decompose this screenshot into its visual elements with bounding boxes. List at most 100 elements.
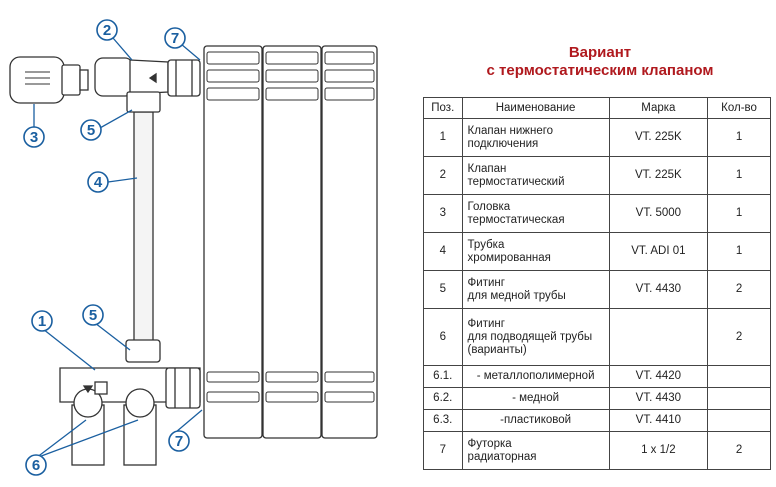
cell-mark: VT. 225K [608, 156, 709, 195]
cell-name-line: -пластиковой [500, 414, 572, 426]
title-line-2: с термостатическим клапаном [486, 62, 714, 79]
cell-pos: 2 [423, 156, 463, 195]
cell-pos: 3 [423, 194, 463, 233]
table-row: 6.1. - металлополимерной VT. 4420 [423, 365, 771, 388]
thermostatic-head [9, 56, 89, 104]
variant-title: Вариант с термостатическим клапаном [430, 44, 770, 80]
leader-lines [33, 37, 203, 459]
cell-pos: 7 [423, 431, 463, 470]
table-header-row: Поз. Наименование Марка Кол-во [423, 97, 771, 119]
callout-5-top-circle [80, 119, 102, 141]
cell-name-line: радиаторная [467, 450, 537, 463]
cell-mark: VT. ADI 01 [608, 232, 709, 271]
cell-name-line: для медной трубы [467, 289, 566, 302]
cell-name-line: хромированная [467, 251, 551, 264]
callout-7-top-circle [164, 27, 186, 49]
cell-name-line: (варианты) [467, 343, 527, 356]
cell-mark: VT. 225K [608, 118, 709, 157]
callout-3-circle [23, 126, 45, 148]
callout-5-bottom-label: 5 [89, 307, 97, 324]
cell-name: - металлополимерной [461, 365, 610, 388]
cell-name-line: Головка [467, 200, 511, 213]
header-pos: Поз. [423, 97, 463, 119]
cell-pos: 5 [423, 270, 463, 309]
cell-pos: 1 [423, 118, 463, 157]
cell-pos: 6.3. [423, 409, 463, 432]
cell-name-line: подключения [467, 137, 539, 150]
callout-4-label: 4 [94, 174, 103, 191]
cell-pos: 4 [423, 232, 463, 271]
callout-1-label: 1 [38, 313, 46, 330]
cell-pos: 6 [423, 308, 463, 366]
header-qty: Кол-во [707, 97, 771, 119]
callout-6-circle [25, 454, 47, 476]
cell-qty: 2 [707, 308, 771, 366]
cell-mark: VT. 4420 [608, 365, 709, 388]
cell-mark: VT. 4410 [608, 409, 709, 432]
cell-name-line: термостатический [467, 175, 565, 188]
cell-name-line: Клапан нижнего [467, 124, 554, 137]
cell-pos: 6.1. [423, 365, 463, 388]
cell-name-line: Фитинг [467, 276, 505, 289]
cell-qty [707, 387, 771, 410]
cell-qty [707, 409, 771, 432]
cell-name-line: - металлополимерной [476, 370, 595, 382]
cell-name-line: Фитинг [467, 317, 505, 330]
callout-2-circle [96, 19, 118, 41]
lower-valve [59, 339, 201, 466]
thermostatic-valve [94, 57, 201, 113]
callout-7-bottom-label: 7 [175, 433, 183, 450]
cell-qty: 1 [707, 156, 771, 195]
cell-name-line: Трубка [467, 238, 505, 251]
cell-qty: 1 [707, 194, 771, 233]
callout-4-circle [87, 171, 109, 193]
cell-name-line: термостатическая [467, 213, 565, 226]
cell-pos: 6.2. [423, 387, 463, 410]
cell-mark [608, 308, 709, 366]
cell-name: - медной [461, 387, 610, 410]
radiator-connection-diagram: 2 7 3 5 4 5 1 6 7 [9, 19, 378, 476]
cell-qty: 2 [707, 270, 771, 309]
cell-qty: 2 [707, 431, 771, 470]
cell-name-line: Футорка [467, 437, 512, 450]
cell-mark: VT. 4430 [608, 387, 709, 410]
radiator [203, 45, 378, 439]
cell-name-line: Клапан [467, 162, 507, 175]
cell-name: -пластиковой [461, 409, 610, 432]
callout-1-circle [31, 310, 53, 332]
cell-qty: 1 [707, 232, 771, 271]
title-line-1: Вариант [568, 44, 632, 61]
cell-name-line: для подводящей трубы [467, 330, 593, 343]
header-mark: Марка [608, 97, 709, 119]
callout-7-bottom-circle [168, 430, 190, 452]
callout-6-label: 6 [32, 457, 40, 474]
cell-name-line: - медной [512, 392, 560, 404]
header-name: Наименование [461, 97, 610, 119]
cell-mark: VT. 5000 [608, 194, 709, 233]
cell-qty [707, 365, 771, 388]
callout-7-top-label: 7 [171, 30, 179, 47]
cell-qty: 1 [707, 118, 771, 157]
callouts [23, 19, 190, 476]
table-row: 6.2. - медной VT. 4430 [423, 387, 771, 410]
chrome-tube [133, 111, 154, 357]
callout-5-top-label: 5 [87, 122, 95, 139]
table-row: 6.3. -пластиковой VT. 4410 [423, 409, 771, 432]
cell-mark: 1 x 1/2 [608, 431, 709, 470]
